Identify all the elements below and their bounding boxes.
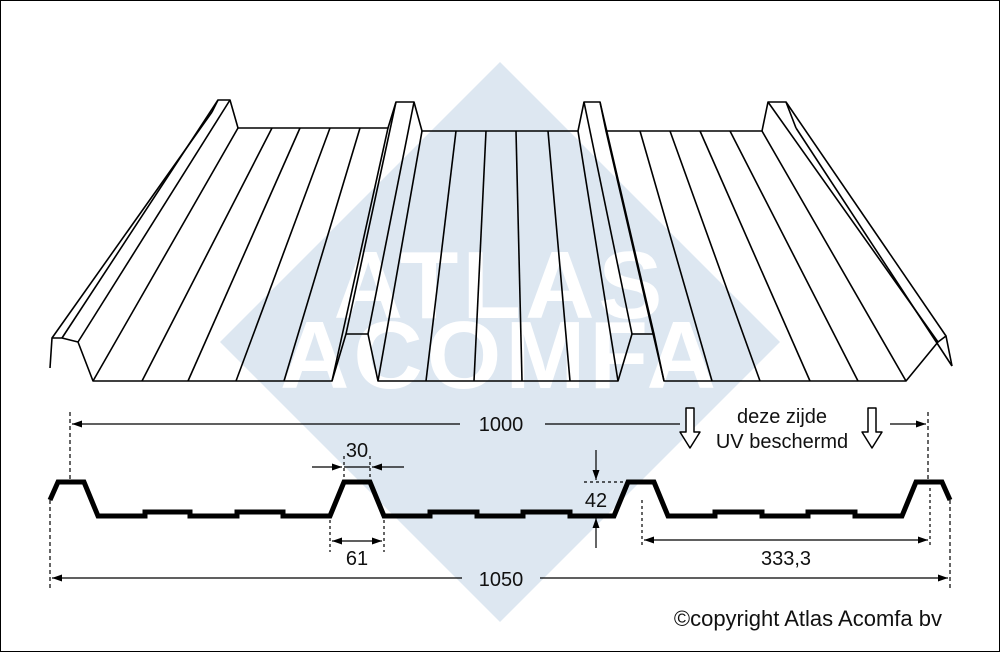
label-total-width: 1050	[479, 569, 524, 591]
watermark-line2: ACOMFA	[280, 302, 720, 409]
sheet-3d-view	[49, 99, 953, 382]
dimension-coverage-width	[69, 412, 929, 484]
dimension-bottom-rib	[329, 520, 385, 552]
uv-arrows	[679, 407, 883, 449]
uv-arrow-right-icon	[861, 407, 883, 449]
label-top-flange: 30	[346, 440, 368, 462]
dimension-height	[584, 450, 626, 548]
label-coverage-width: 1000	[479, 414, 524, 436]
dimension-total-width	[49, 500, 951, 588]
dimension-pitch	[641, 488, 931, 548]
copyright-text: ©copyright Atlas Acomfa bv	[674, 606, 942, 631]
label-pitch: 333,3	[761, 548, 811, 570]
watermark: ATLAS ACOMFA	[220, 62, 780, 622]
uv-arrow-left-icon	[679, 407, 701, 449]
label-bottom-rib: 61	[346, 548, 368, 570]
label-height: 42	[585, 490, 607, 512]
cross-section-profile	[47, 479, 953, 519]
uv-note-line1: deze zijde	[737, 406, 827, 428]
dimension-top-flange	[312, 456, 404, 478]
uv-note-line2: UV beschermd	[716, 431, 848, 453]
sheet-longitudinal-lines	[51, 99, 953, 382]
sheet-back-profile	[211, 99, 797, 132]
